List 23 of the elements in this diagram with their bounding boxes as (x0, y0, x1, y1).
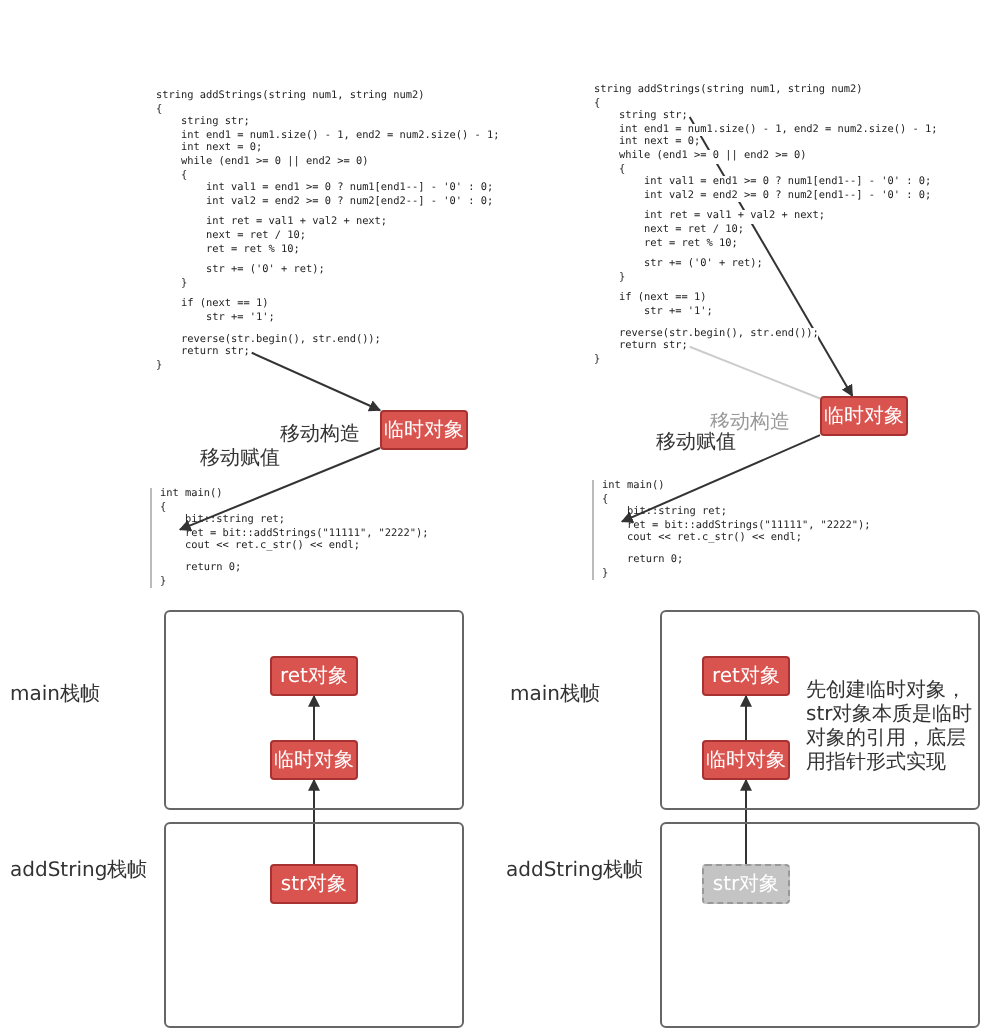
note-text: 先创建临时对象，str对象本质是临时对象的引用，底层用指针形式实现 (806, 680, 975, 776)
arrow (620, 434, 821, 523)
object-box: 临时对象 (270, 740, 358, 780)
arrow (178, 446, 381, 532)
edge-label: 移动赋值 (200, 444, 280, 472)
edge-label: 移动构造 (280, 420, 360, 448)
arrow (740, 778, 752, 865)
object-box: 临时对象 (820, 396, 908, 436)
arrow (740, 694, 752, 741)
frame-label: main栈帧 (510, 681, 600, 708)
frame-label: addString栈帧 (506, 857, 644, 884)
arrow (308, 778, 320, 865)
arrow (250, 351, 382, 412)
object-box: str对象 (270, 864, 358, 904)
object-box: 临时对象 (380, 410, 468, 450)
frame-label: addString栈帧 (10, 857, 148, 884)
arrow (308, 694, 320, 741)
object-box: ret对象 (270, 656, 358, 696)
frame-label: main栈帧 (10, 681, 100, 708)
object-box: str对象 (702, 864, 790, 904)
object-box: 临时对象 (702, 740, 790, 780)
object-box: ret对象 (702, 656, 790, 696)
edge-label: 移动赋值 (656, 428, 736, 456)
